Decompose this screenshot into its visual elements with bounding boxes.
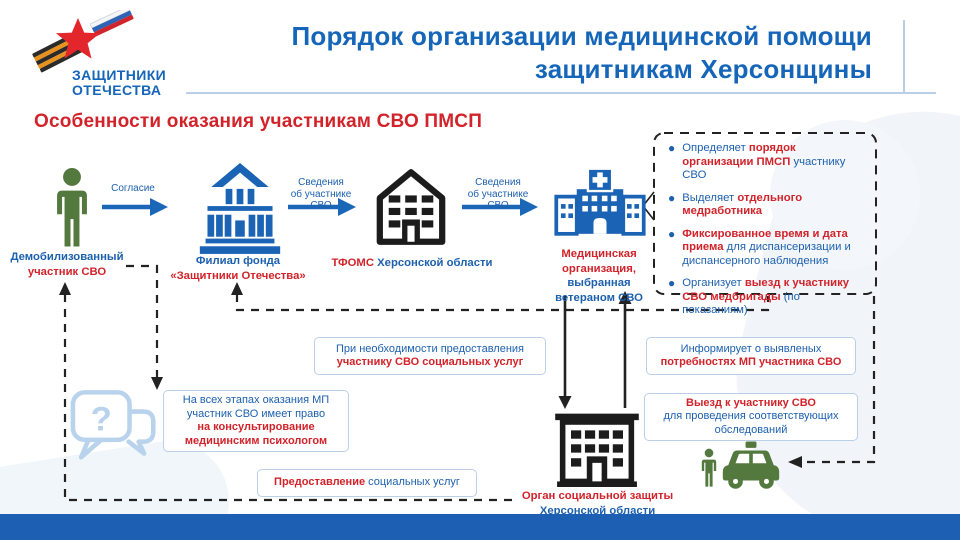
panel-dashed-border — [653, 132, 877, 295]
section-subtitle: Особенности оказания участникам СВО ПМСП — [34, 111, 483, 132]
panel-bullet-1: ● Определяет порядок организации ПМСП уч… — [668, 141, 846, 181]
panel-bullet-4: ● Организует выезд к участнику СВО медбр… — [668, 276, 850, 316]
dashed-arrowhead — [231, 282, 243, 295]
provide-services-box: Предоставление социальных услуг — [257, 469, 477, 497]
zashchitniki-otechestva-logo — [32, 10, 134, 73]
question-bubbles-icon: ? — [70, 390, 156, 460]
bullet-dot: ● — [668, 226, 676, 241]
tfoms-label: ТФОМС Херсонской области — [331, 257, 493, 269]
veteran-icon — [57, 167, 87, 247]
logo-text: ЗАЩИТНИКИ ОТЕЧЕСТВА — [72, 68, 166, 98]
tfoms-building-icon — [376, 169, 446, 245]
veteran-label: Демобилизованный участник СВО — [10, 251, 124, 278]
arrow-up-to-hospital — [618, 291, 632, 408]
psychologist-box: На всех этапах оказания МП участник СВО … — [163, 390, 349, 452]
title-line-1: Порядок организации медицинской помощи — [291, 21, 872, 51]
hospital-duties-panel: ● Определяет порядок организации ПМСП уч… — [668, 142, 866, 327]
car-icon — [722, 441, 780, 489]
bullet-dot: ● — [668, 141, 676, 155]
bullet-dot: ● — [668, 276, 676, 290]
arrow-consent — [102, 198, 168, 216]
fund-building-icon — [199, 163, 281, 254]
info-arrow-label-1: Сведения об участнике СВО — [290, 177, 352, 211]
dashed-connector-psych — [126, 264, 159, 378]
page-title: Порядок организации медицинской помощи з… — [172, 20, 872, 86]
arrow-down-to-organ — [558, 296, 572, 409]
social-protection-building-icon — [555, 413, 639, 487]
background-shape — [770, 120, 920, 270]
medic-person-icon — [701, 448, 717, 487]
dashed-arrowhead — [788, 456, 802, 468]
social-protection-label: Орган социальной защиты Херсонской облас… — [521, 490, 674, 517]
info-arrow-label-2: Сведения об участнике СВО — [467, 177, 529, 211]
russian-flag-ribbon-icon — [89, 10, 134, 37]
arrow-info-2 — [462, 198, 538, 216]
red-star-icon — [56, 18, 100, 59]
social-need-box: При необходимости предоставления участни… — [314, 337, 546, 375]
logo-line-2: ОТЕЧЕСТВА — [72, 82, 162, 98]
panel-bullet-3: ● Фиксированное время и дата приема для … — [668, 226, 851, 267]
header-divider — [186, 92, 936, 94]
consent-arrow-label: Согласие — [111, 183, 155, 194]
dashed-connector-fund — [235, 294, 770, 312]
panel-bullet-2: ● Выделяет отдельного медработника — [668, 190, 803, 217]
header-divider-vertical — [903, 20, 905, 93]
hospital-icon — [554, 167, 646, 236]
logo-line-1: ЗАЩИТНИКИ — [72, 67, 167, 83]
dashed-connector-car — [792, 296, 876, 464]
bullet-dot: ● — [668, 190, 676, 205]
medical-org-label: Медицинская организация, выбранная ветер… — [555, 248, 643, 304]
visit-box: Выезд к участнику СВО для проведения соо… — [644, 393, 858, 441]
dashed-arrowhead — [59, 282, 71, 295]
dashed-arrowhead — [151, 377, 163, 390]
fund-label: Филиал фонда «Защитники Отечества» — [170, 255, 306, 282]
question-mark: ? — [91, 401, 112, 439]
informs-box: Информирует о выявленых потребностях МП … — [646, 337, 856, 375]
title-line-2: защитникам Херсонщины — [534, 54, 872, 84]
bottom-bar — [0, 514, 960, 540]
arrow-info-1 — [288, 198, 356, 216]
